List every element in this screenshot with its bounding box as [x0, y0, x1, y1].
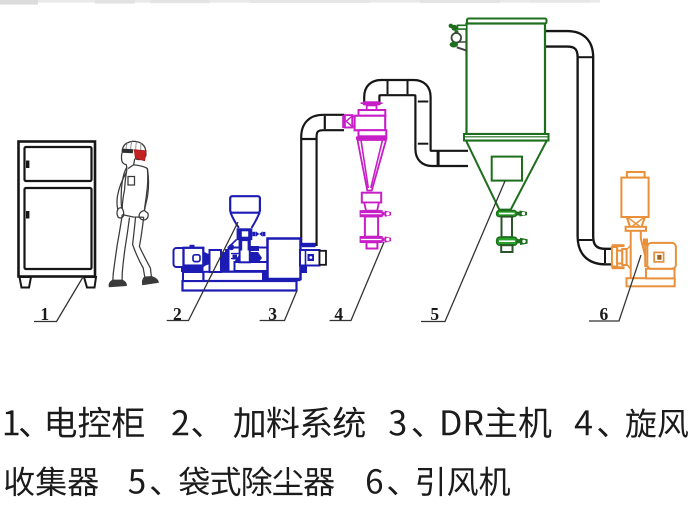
svg-text:1: 1	[40, 304, 49, 324]
svg-text:4: 4	[334, 304, 343, 324]
svg-text:2: 2	[173, 304, 182, 324]
svg-text:3: 3	[268, 304, 277, 324]
svg-text:6: 6	[600, 304, 609, 324]
svg-text:5: 5	[430, 304, 439, 324]
